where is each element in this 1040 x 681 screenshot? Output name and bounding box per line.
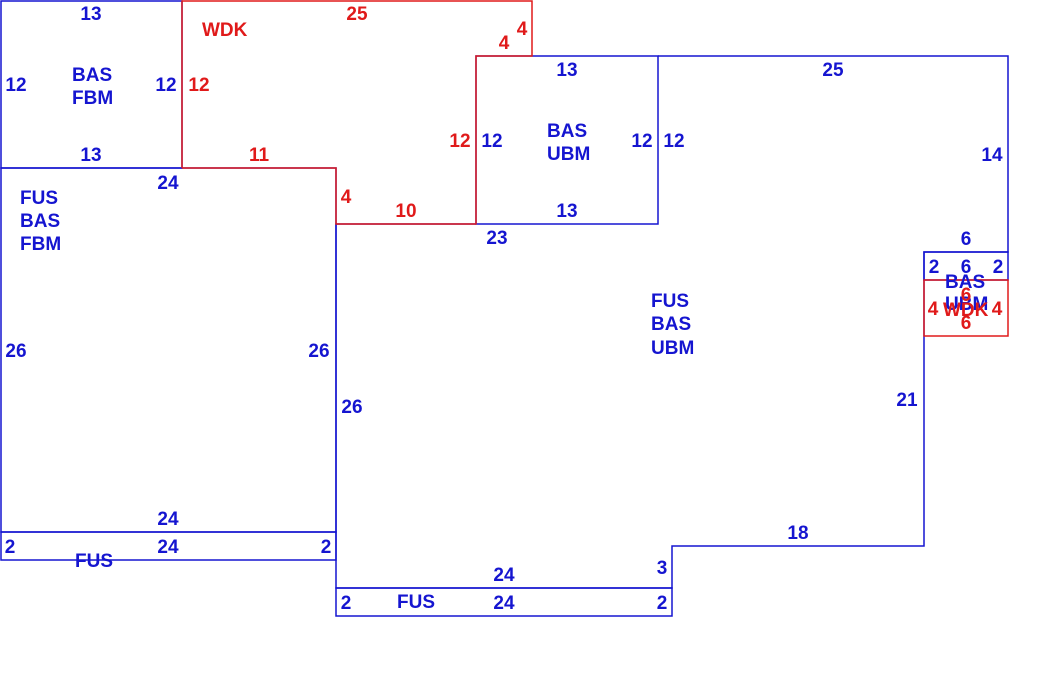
dim-rd-inner-top: 6 — [961, 285, 972, 306]
area-center-main-line3: UBM — [651, 338, 694, 359]
dim-ul-left: 12 — [5, 75, 26, 96]
area-right-deck: WDK — [943, 300, 989, 321]
dim-wdk-left: 12 — [188, 75, 209, 96]
dim-um-left: 12 — [481, 131, 502, 152]
dim-um-bottom: 13 — [556, 201, 577, 222]
dim-bs-right: 2 — [657, 593, 668, 614]
dim-ls-right: 2 — [321, 537, 332, 558]
dim-lm-bottom: 24 — [157, 509, 179, 530]
dim-ul-top: 13 — [80, 4, 101, 25]
area-upper-left-line1: BAS — [72, 65, 112, 86]
dim-wdk-bottom-b: 10 — [395, 201, 416, 222]
dim-wdk-step-t: 4 — [499, 33, 510, 54]
dim-rd-left: 4 — [928, 299, 939, 320]
area-upper-mid-line1: BAS — [547, 121, 587, 142]
dim-bs-left: 2 — [341, 593, 352, 614]
dim-ls-left: 2 — [5, 537, 16, 558]
wood-deck-outline — [181, 0, 533, 225]
area-left-strip: FUS — [75, 551, 113, 572]
dim-wdk-top: 25 — [346, 4, 368, 25]
area-right-bump-line1: BAS — [945, 272, 985, 293]
dim-ls-bottom: 24 — [157, 537, 179, 558]
dimension-labels: 13 12 12 13 25 12 4 4 12 11 4 10 13 12 1… — [5, 4, 1004, 614]
dim-big-right: 14 — [981, 145, 1003, 166]
dim-lm-right: 26 — [308, 341, 329, 362]
area-left-main-line3: FBM — [20, 234, 61, 255]
dim-bs-bottom: 24 — [493, 593, 515, 614]
dim-wdk-step-r: 4 — [517, 19, 528, 40]
dim-cm-left: 26 — [341, 397, 362, 418]
area-labels: BAS FBM FUS BAS FBM BAS UBM FUS BAS UBM … — [20, 20, 989, 613]
dim-um-right-out: 12 — [663, 131, 684, 152]
area-left-main-line2: BAS — [20, 211, 60, 232]
dim-rb-inner: 6 — [961, 257, 972, 278]
dim-wdk-bottom-a: 11 — [249, 145, 270, 166]
dim-ul-right: 12 — [155, 75, 176, 96]
dim-rd-right: 4 — [992, 299, 1003, 320]
dim-um-right-in: 12 — [631, 131, 652, 152]
dim-big-top: 25 — [822, 60, 844, 81]
dim-cm-right-lower: 21 — [896, 390, 918, 411]
dim-lm-top: 24 — [157, 173, 179, 194]
dim-cm-top: 23 — [486, 228, 507, 249]
dim-cm-bottom-right: 18 — [787, 523, 808, 544]
dim-wdk-step-v: 4 — [341, 187, 352, 208]
dim-rb-right: 2 — [993, 257, 1004, 278]
dim-wdk-mid-left: 12 — [449, 131, 470, 152]
dim-rb-top: 6 — [961, 229, 972, 250]
area-upper-mid-line2: UBM — [547, 144, 590, 165]
area-left-main-line1: FUS — [20, 188, 58, 209]
dim-ul-bottom: 13 — [80, 145, 101, 166]
dim-rb-left: 2 — [929, 257, 940, 278]
area-right-bump-line2: UBM — [945, 294, 988, 315]
dim-bs-top: 24 — [493, 565, 515, 586]
area-bottom-strip: FUS — [397, 592, 435, 613]
dim-lm-left: 26 — [5, 341, 26, 362]
right-deck-outline — [923, 279, 1009, 337]
area-upper-left-line2: FBM — [72, 88, 113, 109]
area-center-main-line2: BAS — [651, 314, 691, 335]
area-wood-deck: WDK — [202, 20, 248, 41]
center-main-outline — [335, 55, 1009, 589]
area-center-main-line1: FUS — [651, 291, 689, 312]
dim-cm-step: 3 — [657, 558, 668, 579]
dim-um-top: 13 — [556, 60, 577, 81]
bottom-fus-strip-outline — [335, 587, 673, 617]
dim-rd-bottom: 6 — [961, 313, 972, 334]
